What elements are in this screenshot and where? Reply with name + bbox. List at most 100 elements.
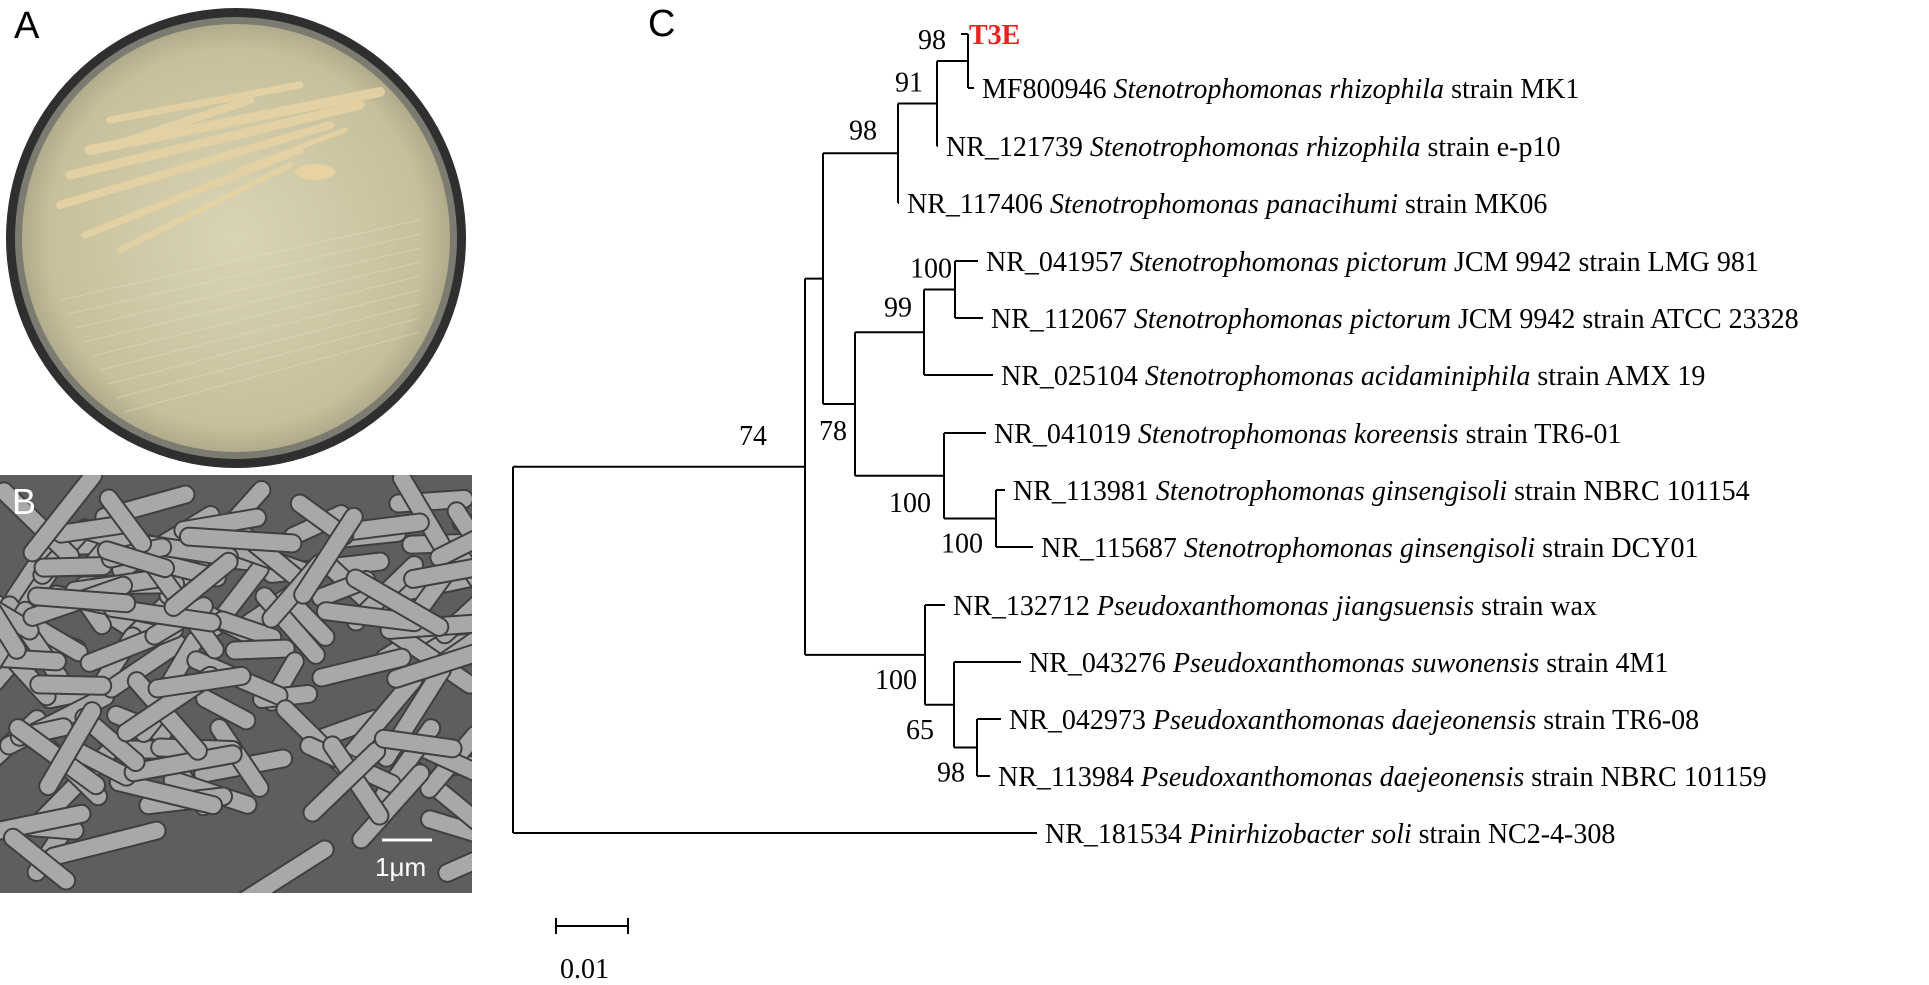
leaf-species: Stenotrophomonas rhizophila — [1113, 74, 1451, 105]
leaf-accession: NR_042973 — [1009, 705, 1153, 736]
bootstrap-value: 91 — [895, 68, 923, 99]
tree-leaf-label: NR_041957 Stenotrophomonas pictorum JCM … — [986, 247, 1759, 278]
rod-cell — [24, 475, 102, 561]
rod-cell — [448, 503, 472, 550]
tree-leaves: T3E MF800946 Stenotrophomonas rhizophila … — [907, 20, 1799, 850]
rod-cell — [40, 703, 101, 795]
colony-streaks — [56, 81, 421, 413]
tree-leaf-label: NR_113984 Pseudoxanthomonas daejeonensis… — [998, 762, 1767, 793]
leaf-species: Pseudoxanthomonas daejeonensis — [1140, 762, 1531, 793]
rod-cell — [197, 690, 255, 729]
bootstrap-value: 98 — [937, 758, 965, 789]
leaf-accession: NR_132712 — [953, 591, 1097, 622]
rod-cell — [0, 649, 65, 670]
rod-cell — [53, 516, 131, 542]
rod-cell — [421, 811, 472, 841]
tree-leaf-label: NR_042973 Pseudoxanthomonas daejeonensis… — [1009, 705, 1699, 736]
panel-c-label: C — [648, 3, 675, 45]
rod-cell — [405, 560, 472, 587]
rod-cell — [353, 765, 429, 848]
rod-cell — [226, 640, 294, 659]
rod-cell — [285, 596, 334, 645]
leaf-accession: NR_113981 — [1013, 476, 1156, 507]
leaf-accession: NR_121739 — [946, 132, 1090, 163]
bootstrap-value: 99 — [884, 292, 912, 323]
streak-trace — [115, 317, 421, 399]
rod-cell — [317, 603, 423, 631]
leaf-species: Stenotrophomonas koreensis — [1138, 419, 1466, 450]
leaf-accession: NR_115687 — [1041, 533, 1184, 564]
leaf-species: Stenotrophomonas acidaminiphila — [1145, 361, 1538, 392]
leaf-accession: NR_043276 — [1029, 648, 1173, 679]
bootstrap-value: 100 — [941, 529, 983, 560]
bootstrap-value: 78 — [819, 416, 847, 447]
rod-cell — [125, 746, 241, 781]
rod-cell — [165, 553, 237, 615]
streak-trace — [91, 275, 421, 357]
colony-blob — [295, 164, 335, 180]
rod-cell — [45, 822, 165, 865]
leaf-strain: strain AMX 19 — [1537, 361, 1705, 392]
bootstrap-value: 100 — [889, 488, 931, 519]
colony-streak — [56, 121, 334, 209]
rod-cell — [0, 607, 25, 658]
rod-cell — [180, 528, 301, 552]
leaf-strain: strain NBRC 101154 — [1514, 476, 1749, 507]
leaf-species: Pseudoxanthomonas suwonensis — [1172, 648, 1546, 679]
rod-cell — [439, 853, 472, 881]
tree-leaf-highlighted: T3E — [969, 20, 1020, 51]
streak-trace — [59, 219, 421, 301]
rod-cell — [29, 588, 135, 612]
leaf-strain: strain TR6-08 — [1543, 705, 1699, 736]
rod-cell — [344, 672, 422, 761]
tree-leaf-label: NR_112067 Stenotrophomonas pictorum JCM … — [991, 304, 1799, 335]
tree-leaf-label: NR_113981 Stenotrophomonas ginsengisoli … — [1013, 476, 1750, 507]
leaf-strain: strain NBRC 101159 — [1531, 762, 1766, 793]
tree-leaf-label: NR_115687 Stenotrophomonas ginsengisoli … — [1041, 533, 1699, 564]
colony-streak — [65, 100, 365, 180]
rod-cell — [295, 508, 362, 603]
rod-cell — [0, 805, 90, 839]
rod-cell — [110, 774, 222, 814]
sem-scale-label: 1μm — [375, 852, 426, 882]
leaf-species: Stenotrophomonas ginsengisoli — [1156, 476, 1514, 507]
colony-streak — [126, 96, 254, 144]
rod-cell — [313, 649, 410, 686]
leaf-accession: NR_041957 — [986, 247, 1130, 278]
bootstrap-value: 65 — [906, 715, 934, 746]
sem-rod-cells — [0, 475, 472, 893]
streak-trace — [67, 233, 421, 315]
rod-cell — [214, 612, 281, 646]
rod-cell — [31, 676, 111, 694]
rod-cell — [0, 603, 38, 639]
leaf-accession: NR_113984 — [998, 762, 1141, 793]
rod-cell — [100, 490, 151, 552]
leaf-strain: strain 4M1 — [1546, 648, 1668, 679]
bootstrap-value: 98 — [918, 25, 946, 56]
rod-cell — [347, 570, 448, 635]
bootstrap-value: 74 — [739, 421, 767, 452]
tree-leaf-label: MF800946 Stenotrophomonas rhizophila str… — [982, 74, 1579, 105]
tree-leaf-label: NR_121739 Stenotrophomonas rhizophila st… — [946, 132, 1560, 163]
rod-cell — [339, 514, 428, 540]
leaf-accession: NR_181534 — [1045, 819, 1189, 850]
bootstrap-value: 100 — [875, 665, 917, 696]
leaf-accession: MF800946 — [982, 74, 1113, 105]
rod-cell — [241, 841, 333, 893]
rod-cell — [0, 483, 79, 564]
streak-trace — [99, 289, 421, 371]
panel-c: C T3E MF800946 Stenotrophomonas rhizophil… — [512, 3, 1799, 985]
leaf-species: Stenotrophomonas rhizophila — [1090, 132, 1428, 163]
leaf-strain: strain MK1 — [1451, 74, 1579, 105]
leaf-strain: T3E — [969, 20, 1020, 51]
panel-b: B 1μm — [0, 475, 472, 893]
leaf-species: Stenotrophomonas panacihumi — [1050, 189, 1405, 220]
tree-leaf-label: NR_132712 Pseudoxanthomonas jiangsuensis… — [953, 591, 1597, 622]
leaf-species: Pinirhizobacter soli — [1188, 819, 1419, 850]
panel-a-label: A — [14, 5, 40, 47]
rod-cell — [388, 645, 472, 687]
colony-streak — [237, 127, 348, 173]
leaf-species: Pseudoxanthomonas daejeonensis — [1152, 705, 1543, 736]
